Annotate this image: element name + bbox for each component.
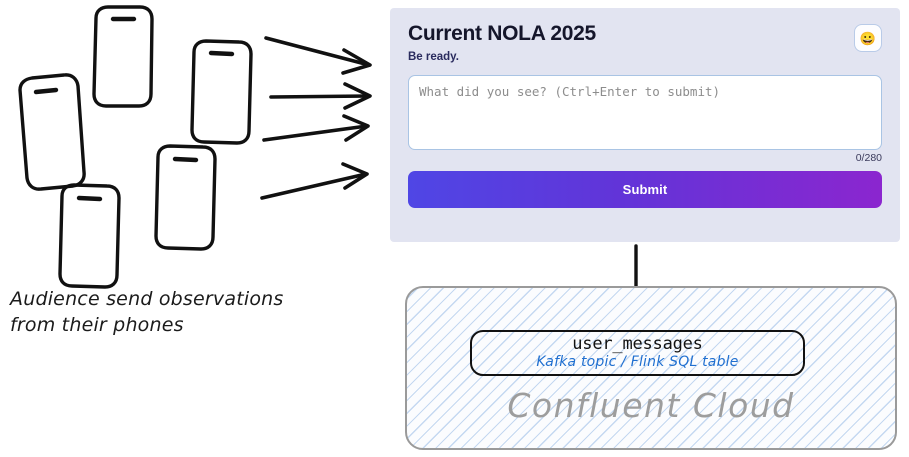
flow-arrow	[264, 36, 372, 75]
flow-arrow	[269, 82, 372, 110]
caption-line-2: from their phones	[10, 314, 184, 336]
phone-illustration	[92, 5, 154, 108]
page-title: Current NOLA 2025	[408, 22, 596, 45]
phone-illustration	[58, 183, 121, 289]
phone-illustration	[190, 39, 253, 145]
caption-line-1: Audience send observations	[10, 288, 284, 310]
submit-button[interactable]: Submit	[408, 171, 882, 208]
phone-illustration	[18, 73, 86, 191]
flow-arrow	[262, 114, 370, 142]
smiley-face-icon[interactable]: 😀	[854, 24, 882, 52]
kafka-topic-node: user_messages Kafka topic / Flink SQL ta…	[470, 330, 805, 376]
confluent-cloud-container: user_messages Kafka topic / Flink SQL ta…	[405, 286, 897, 450]
page-subtitle: Be ready.	[408, 51, 459, 63]
phone-group	[18, 5, 253, 289]
observation-input[interactable]	[408, 75, 882, 150]
phones-caption: Audience send observations from their ph…	[10, 286, 310, 338]
topic-subtitle: Kafka topic / Flink SQL table	[536, 354, 739, 370]
panel-header-text: Current NOLA 2025 Be ready.	[408, 22, 596, 64]
topic-name: user_messages	[572, 334, 703, 354]
submission-form-panel: Current NOLA 2025 Be ready. 😀 0/280 Subm…	[390, 8, 900, 242]
cloud-label: Confluent Cloud	[507, 386, 795, 425]
flow-arrow-group	[260, 36, 372, 200]
flow-arrow	[260, 162, 369, 200]
panel-header: Current NOLA 2025 Be ready. 😀	[408, 22, 882, 64]
character-counter: 0/280	[855, 152, 882, 164]
phone-illustration	[154, 144, 217, 251]
